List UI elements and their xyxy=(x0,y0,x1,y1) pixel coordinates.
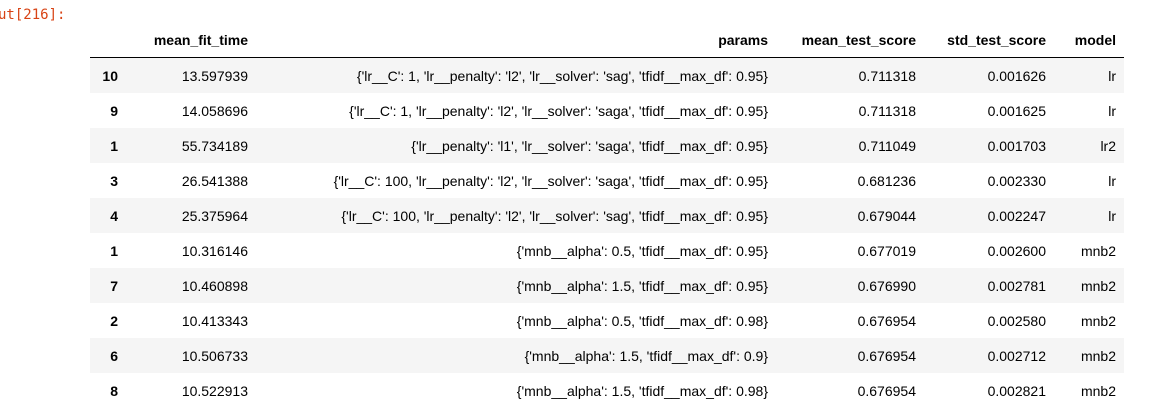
model-cell: mnb2 xyxy=(1080,277,1116,294)
model-cell: mnb2 xyxy=(1080,242,1116,259)
model-cell: mnb2 xyxy=(1080,312,1116,329)
mean-fit-time-header: mean_fit_time xyxy=(138,23,256,58)
mean-test-score-cell: 0.711318 xyxy=(858,67,916,84)
std-test-score-cell: 0.002600 xyxy=(987,242,1046,259)
table-row: 4 25.375964 {'lr__C': 100, 'lr__penalty': … xyxy=(90,198,1124,233)
mean-test-score-cell: 0.676954 xyxy=(857,312,916,329)
table-row: 1 55.734189 {'lr__penalty': 'l1', 'lr__sol… xyxy=(90,128,1124,163)
params-cell: {'mnb__alpha': 1.5, 'tfidf__max_df': 0.9… xyxy=(516,277,768,294)
mean-fit-time-cell: 10.460898 xyxy=(181,277,248,294)
table-body: 10 13.597939 {'lr__C': 1, 'lr__penalty': '… xyxy=(90,57,1124,409)
row-index: 10 xyxy=(102,67,118,84)
row-index: 7 xyxy=(110,277,118,294)
mean-test-score-cell: 0.677019 xyxy=(857,242,916,259)
mean-fit-time-cell: 10.506733 xyxy=(181,347,248,364)
mean-fit-time-cell: 13.597939 xyxy=(181,67,248,84)
std-test-score-cell: 0.001625 xyxy=(987,102,1046,119)
params-cell: {'mnb__alpha': 1.5, 'tfidf__max_df': 0.9… xyxy=(516,382,768,399)
row-index: 3 xyxy=(110,172,118,189)
params-cell: {'mnb__alpha': 1.5, 'tfidf__max_df': 0.9… xyxy=(524,347,768,364)
index-header xyxy=(90,23,138,58)
params-cell: {'lr__penalty': 'l1', 'lr__solver': 'sag… xyxy=(411,137,768,154)
mean-fit-time-cell: 26.541388 xyxy=(181,172,248,189)
std-test-score-cell: 0.002247 xyxy=(987,207,1046,224)
std-test-score-cell: 0.002821 xyxy=(987,382,1046,399)
mean-test-score-cell: 0.676954 xyxy=(857,347,916,364)
mean-test-score-header: mean_test_score xyxy=(776,23,924,58)
mean-fit-time-cell: 55.734189 xyxy=(181,137,248,154)
model-cell: lr xyxy=(1108,172,1116,189)
mean-test-score-cell: 0.676990 xyxy=(857,277,916,294)
params-cell: {'mnb__alpha': 0.5, 'tfidf__max_df': 0.9… xyxy=(516,312,768,329)
row-index: 9 xyxy=(110,102,118,119)
model-cell: lr2 xyxy=(1100,137,1116,154)
mean-test-score-cell: 0.679044 xyxy=(857,207,916,224)
mean-fit-time-cell: 10.522913 xyxy=(181,382,248,399)
model-cell: lr xyxy=(1108,67,1116,84)
std-test-score-header: std_test_score xyxy=(924,23,1054,58)
table-row: 10 13.597939 {'lr__C': 1, 'lr__penalty': '… xyxy=(90,57,1124,93)
table-row: 2 10.413343 {'mnb__alpha': 0.5, 'tfidf__ma… xyxy=(90,303,1124,338)
std-test-score-cell: 0.002330 xyxy=(987,172,1046,189)
params-header: params xyxy=(256,23,776,58)
params-cell: {'mnb__alpha': 0.5, 'tfidf__max_df': 0.9… xyxy=(516,242,768,259)
mean-fit-time-cell: 10.316146 xyxy=(181,242,248,259)
model-header: model xyxy=(1054,23,1124,58)
model-cell: mnb2 xyxy=(1080,347,1116,364)
std-test-score-cell: 0.002712 xyxy=(987,347,1046,364)
table-row: 8 10.522913 {'mnb__alpha': 1.5, 'tfidf__ma… xyxy=(90,373,1124,408)
std-test-score-cell: 0.001626 xyxy=(987,67,1046,84)
std-test-score-cell: 0.001703 xyxy=(987,137,1046,154)
mean-test-score-cell: 0.711318 xyxy=(858,102,916,119)
output-prompt: ut[216]: xyxy=(0,7,66,23)
table-row: 1 10.316146 {'mnb__alpha': 0.5, 'tfidf__ma… xyxy=(90,233,1124,268)
mean-fit-time-cell: 25.375964 xyxy=(181,207,248,224)
row-index: 1 xyxy=(110,242,118,259)
mean-test-score-cell: 0.676954 xyxy=(857,382,916,399)
row-index: 2 xyxy=(110,312,118,329)
table-row: 3 26.541388 {'lr__C': 100, 'lr__penalty': … xyxy=(90,163,1124,198)
row-index: 8 xyxy=(110,382,118,399)
mean-fit-time-cell: 14.058696 xyxy=(181,102,248,119)
params-cell: {'lr__C': 1, 'lr__penalty': 'l2', 'lr__s… xyxy=(356,67,768,84)
std-test-score-cell: 0.002580 xyxy=(987,312,1046,329)
table-row: 6 10.506733 {'mnb__alpha': 1.5, 'tfidf__ma… xyxy=(90,338,1124,373)
mean-fit-time-cell: 10.413343 xyxy=(181,312,248,329)
table-row: 9 14.058696 {'lr__C': 1, 'lr__penalty': 'l… xyxy=(90,93,1124,128)
model-cell: lr xyxy=(1108,102,1116,119)
row-index: 1 xyxy=(110,137,118,154)
model-cell: lr xyxy=(1108,207,1116,224)
mean-test-score-cell: 0.681236 xyxy=(857,172,916,189)
std-test-score-cell: 0.002781 xyxy=(987,277,1046,294)
params-cell: {'lr__C': 1, 'lr__penalty': 'l2', 'lr__s… xyxy=(349,102,768,119)
table-row: 7 10.460898 {'mnb__alpha': 1.5, 'tfidf__ma… xyxy=(90,268,1124,303)
params-cell: {'lr__C': 100, 'lr__penalty': 'l2', 'lr_… xyxy=(341,207,768,224)
params-cell: {'lr__C': 100, 'lr__penalty': 'l2', 'lr_… xyxy=(333,172,768,189)
model-cell: mnb2 xyxy=(1080,382,1116,399)
row-index: 4 xyxy=(110,207,118,224)
mean-test-score-cell: 0.711049 xyxy=(858,137,916,154)
row-index: 6 xyxy=(110,347,118,364)
